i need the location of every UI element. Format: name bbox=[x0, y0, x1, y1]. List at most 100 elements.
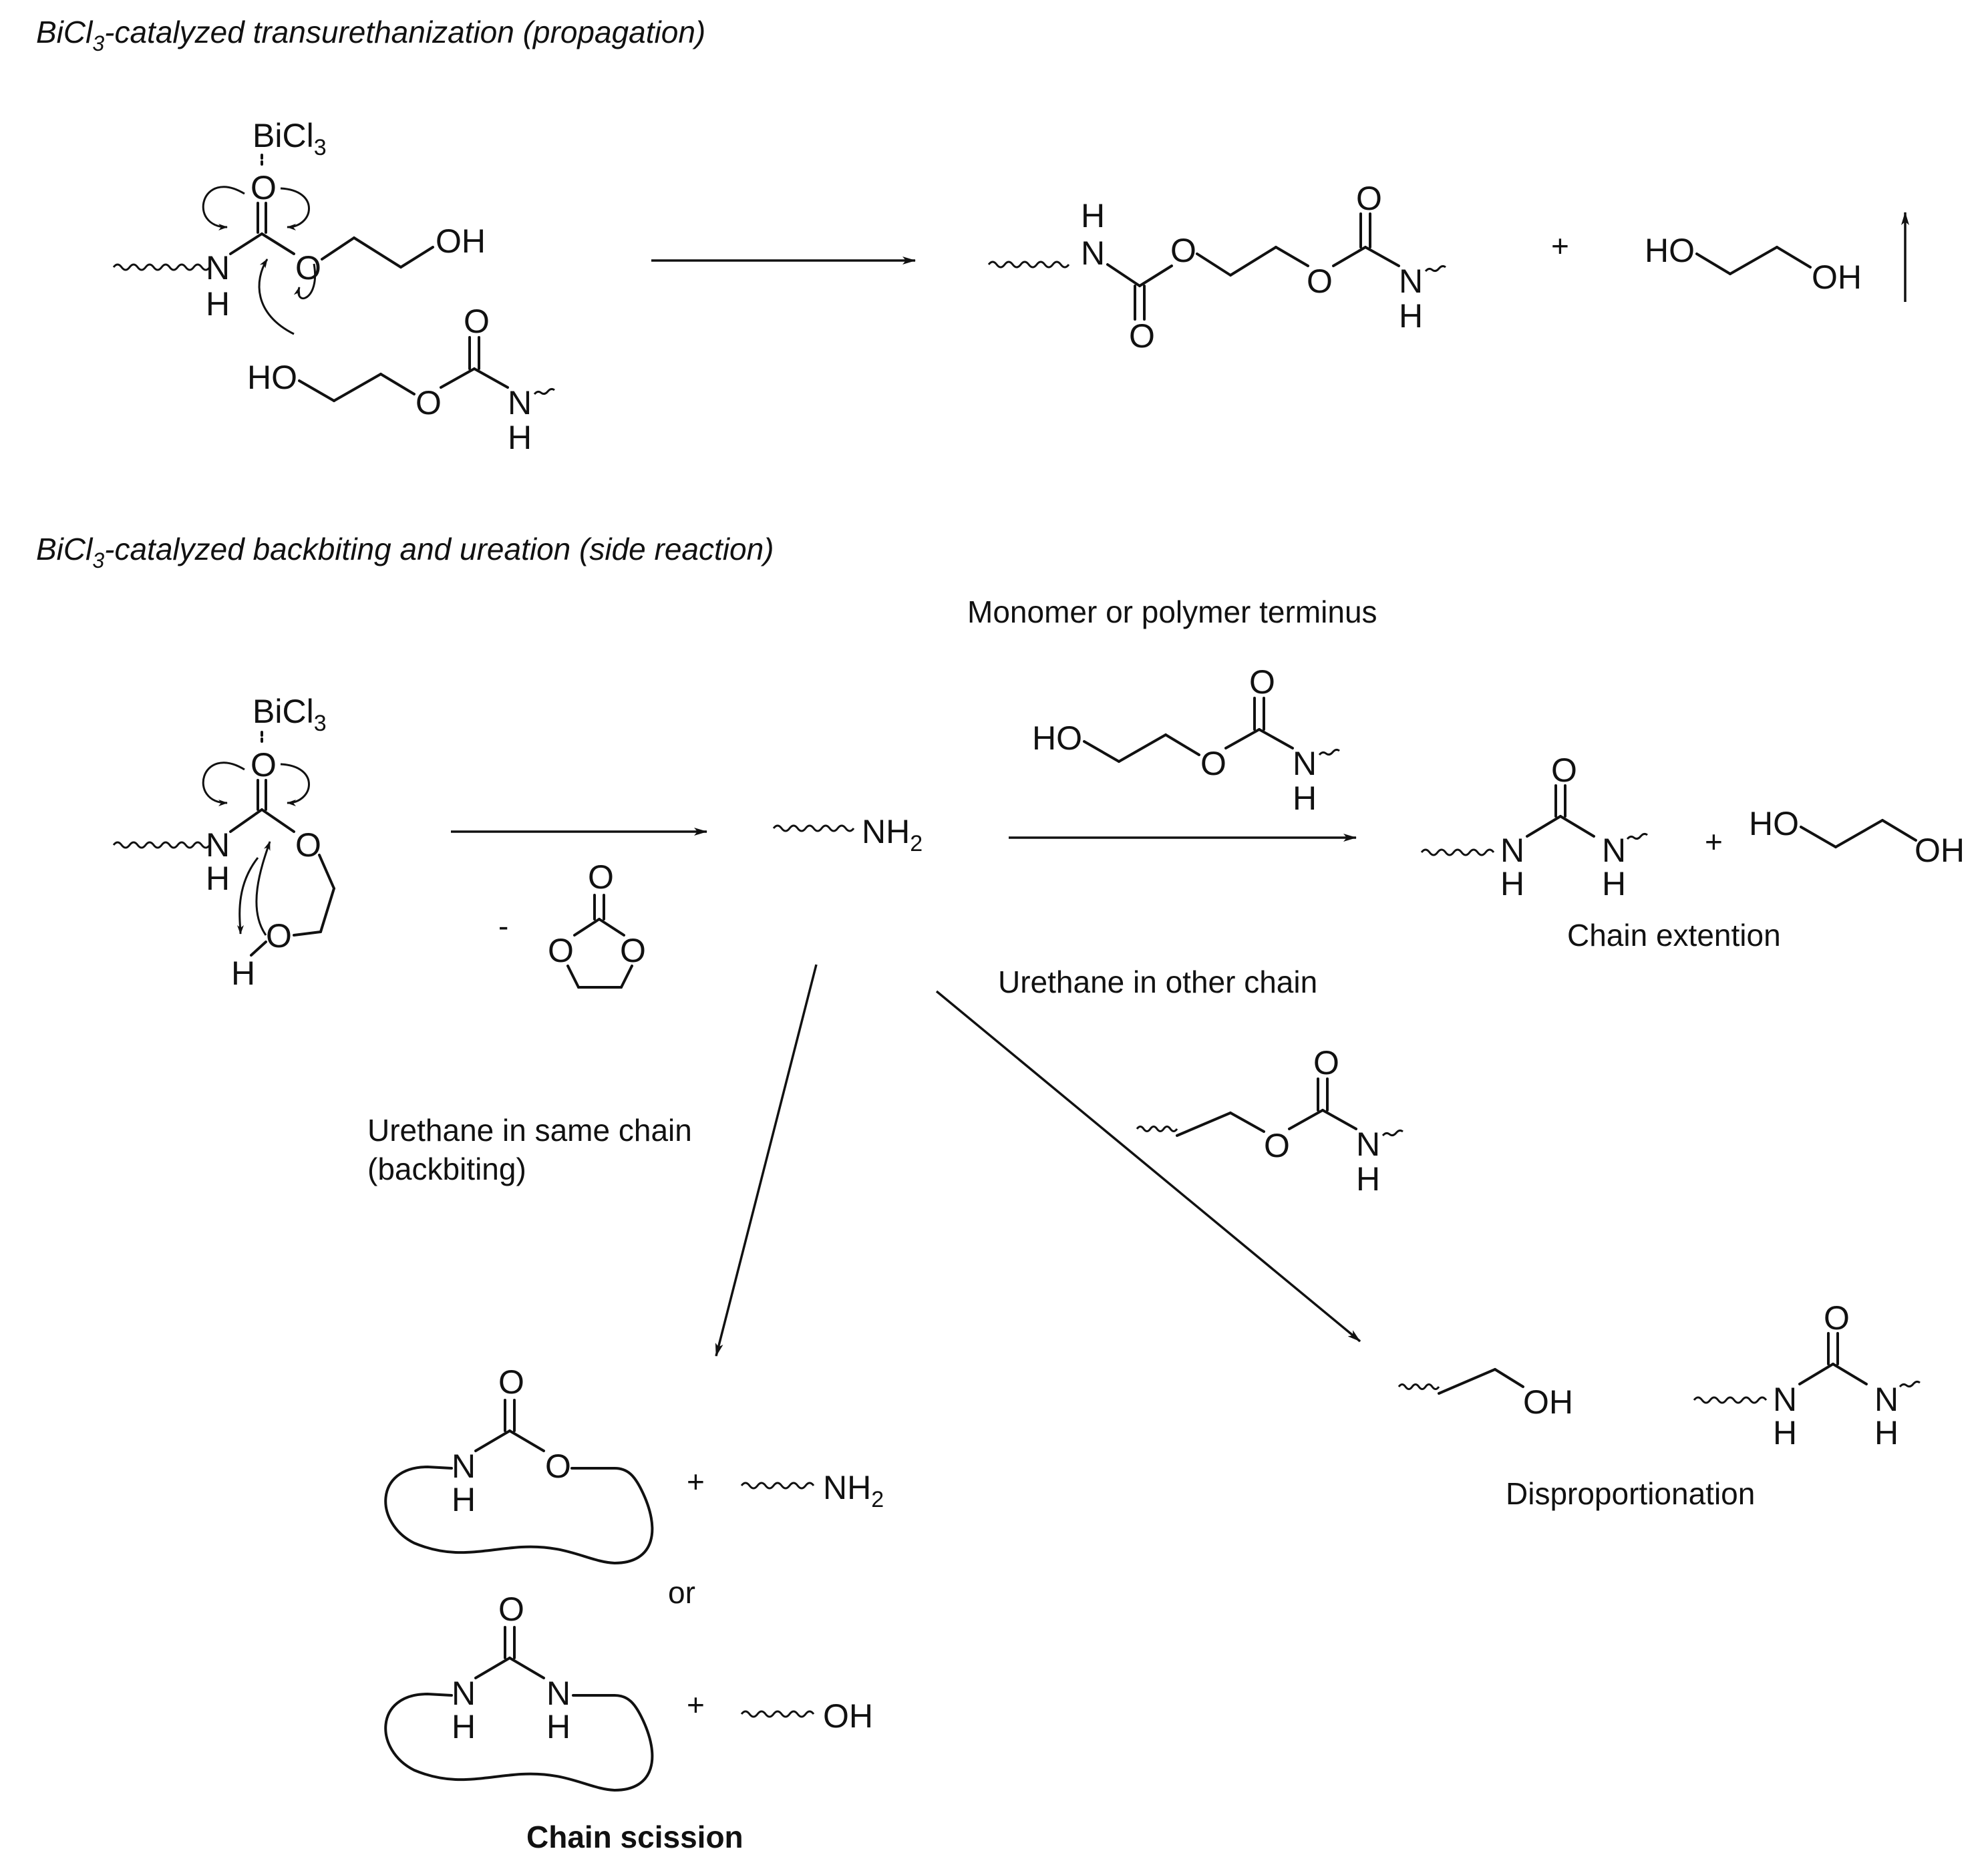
macrocycle-ring bbox=[384, 1466, 654, 1564]
atom-h: H bbox=[206, 285, 230, 323]
atom-n: N bbox=[508, 384, 532, 421]
atom-o: O bbox=[620, 932, 646, 969]
atom-h: H bbox=[1081, 197, 1105, 234]
atom-o: O bbox=[1170, 232, 1196, 269]
propagation-product-diurethane: N H O O O O N H bbox=[987, 180, 1446, 355]
ethylene-glycol-side: HO OH bbox=[1749, 805, 1965, 869]
atom-h: H bbox=[1602, 865, 1626, 902]
monomer-hydroxy-urethane: HO O O N H bbox=[1032, 663, 1340, 817]
atom-o: O bbox=[498, 1590, 524, 1628]
atom-h: H bbox=[1773, 1414, 1797, 1452]
label-chain-scission: Chain scission bbox=[526, 1820, 743, 1854]
atom-o: O bbox=[1824, 1299, 1850, 1337]
label-chain-extension: Chain extention bbox=[1567, 918, 1781, 953]
atom-h: H bbox=[452, 1708, 476, 1745]
atom-oh: OH bbox=[823, 1697, 873, 1735]
atom-o-carbonyl: O bbox=[251, 169, 277, 206]
atom-oh: OH bbox=[1915, 832, 1965, 869]
plus-sign: + bbox=[687, 1464, 705, 1499]
atom-n: N bbox=[1293, 745, 1317, 782]
atom-h: H bbox=[1500, 865, 1524, 902]
atom-n: N bbox=[546, 1675, 570, 1712]
atom-o: O bbox=[1313, 1044, 1339, 1081]
atom-ho: HO bbox=[1032, 719, 1082, 757]
atom-h: H bbox=[206, 860, 230, 897]
atom-n: N bbox=[452, 1675, 476, 1712]
atom-o: O bbox=[1551, 751, 1577, 789]
cyclic-urea: O N H N H bbox=[384, 1590, 654, 1792]
atom-o: O bbox=[464, 303, 490, 340]
label-monomer-terminus: Monomer or polymer terminus bbox=[967, 595, 1377, 629]
alcohol-fragment: OH bbox=[1397, 1368, 1573, 1421]
atom-o: O bbox=[1249, 663, 1275, 701]
amine-intermediate: NH2 bbox=[772, 813, 923, 856]
atom-n: N bbox=[1500, 832, 1524, 869]
atom-h: H bbox=[1399, 297, 1423, 335]
bicl3-label: BiCl3 bbox=[253, 693, 327, 736]
atom-h: H bbox=[1356, 1160, 1380, 1198]
nh2-label: NH2 bbox=[823, 1469, 884, 1512]
plus-sign: + bbox=[687, 1687, 705, 1722]
plus-sign: + bbox=[1551, 228, 1569, 263]
propagation-reactant-complex: N H O BiCl3 O OH HO O O N H bbox=[112, 117, 555, 456]
atom-o: O bbox=[1356, 180, 1382, 217]
ethylene-carbonate: O O O bbox=[548, 858, 646, 989]
minus-sign: - bbox=[498, 908, 508, 943]
bicl3-label: BiCl3 bbox=[253, 117, 327, 160]
atom-o: O bbox=[416, 384, 442, 421]
atom-n: N bbox=[206, 826, 230, 864]
atom-n: N bbox=[1399, 263, 1423, 300]
atom-ho: HO bbox=[1645, 232, 1695, 269]
atom-o: O bbox=[1129, 317, 1155, 355]
atom-o: O bbox=[1264, 1127, 1290, 1164]
atom-n: N bbox=[1602, 832, 1626, 869]
atom-o-carbonyl: O bbox=[251, 746, 277, 784]
atom-n: N bbox=[1356, 1126, 1380, 1163]
atom-o: O bbox=[266, 917, 292, 955]
atom-o: O bbox=[1307, 263, 1333, 300]
nh2-label: NH2 bbox=[862, 813, 923, 856]
atom-h: H bbox=[231, 955, 255, 992]
atom-o: O bbox=[588, 858, 614, 896]
ethylene-glycol-product: HO OH bbox=[1645, 232, 1862, 296]
label-urethane-other-chain: Urethane in other chain bbox=[998, 965, 1317, 999]
urea-product-extension: N H O N H bbox=[1420, 751, 1648, 902]
plus-sign: + bbox=[1705, 824, 1723, 859]
cyclic-urethane: O N H O bbox=[384, 1363, 654, 1564]
propagation-title: BiCl3-catalyzed transurethanization (pro… bbox=[36, 15, 705, 55]
atom-o-ester: O bbox=[295, 249, 321, 287]
atom-o: O bbox=[295, 826, 321, 864]
atom-h: H bbox=[452, 1481, 476, 1518]
macrocycle-ring bbox=[384, 1693, 654, 1792]
atom-oh: OH bbox=[436, 222, 486, 260]
disproportionation-arrow bbox=[935, 990, 1361, 1343]
label-backbiting: (backbiting) bbox=[367, 1152, 526, 1186]
atom-h: H bbox=[1293, 780, 1317, 817]
urethane-other-chain: O O N H bbox=[1136, 1044, 1403, 1198]
atom-n: N bbox=[1773, 1381, 1797, 1418]
atom-o: O bbox=[548, 932, 574, 969]
atom-o: O bbox=[498, 1363, 524, 1401]
atom-n: N bbox=[206, 249, 230, 287]
atom-ho: HO bbox=[247, 359, 297, 396]
side-reaction-title: BiCl3-catalyzed backbiting and ureation … bbox=[36, 532, 774, 572]
atom-h: H bbox=[1874, 1414, 1898, 1452]
atom-ho: HO bbox=[1749, 805, 1799, 842]
atom-n: N bbox=[1081, 234, 1105, 272]
atom-n: N bbox=[452, 1448, 476, 1485]
atom-oh: OH bbox=[1812, 259, 1862, 296]
label-disproportionation: Disproportionation bbox=[1506, 1476, 1755, 1511]
atom-h: H bbox=[508, 419, 532, 456]
alcohol-fragment-scission: OH bbox=[740, 1697, 873, 1735]
urea-product-disproportionation: N H O N H bbox=[1693, 1299, 1921, 1452]
atom-n: N bbox=[1874, 1381, 1898, 1418]
label-urethane-same-chain: Urethane in same chain bbox=[367, 1113, 692, 1148]
backbiting-complex: N H O BiCl3 O O H bbox=[112, 693, 335, 992]
amine-fragment: NH2 bbox=[740, 1469, 884, 1512]
atom-o: O bbox=[545, 1448, 571, 1485]
atom-h: H bbox=[546, 1708, 570, 1745]
wavy-bond bbox=[112, 263, 211, 271]
atom-oh: OH bbox=[1523, 1383, 1573, 1421]
atom-o: O bbox=[1200, 745, 1226, 782]
